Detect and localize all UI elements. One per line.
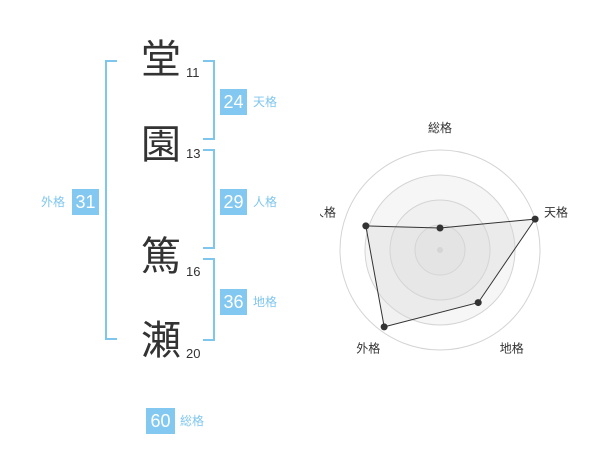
radar-point-1 bbox=[436, 224, 444, 232]
name-char-3: 篤 bbox=[141, 234, 181, 280]
radar-axis-label-4: 外格 bbox=[356, 341, 380, 356]
tenkaku-value-badge: 24 bbox=[220, 89, 247, 115]
radar-point-3 bbox=[474, 299, 482, 307]
radar-axis-label-2: 天格 bbox=[544, 204, 568, 219]
tenkaku-bracket bbox=[203, 60, 215, 140]
chikaku-label: 地格 bbox=[253, 295, 278, 309]
radar-points bbox=[362, 215, 539, 331]
gaikaku-label: 外格 bbox=[41, 195, 66, 209]
gaikaku-bracket bbox=[105, 60, 117, 340]
radar-axis-label-5: 人格 bbox=[320, 204, 336, 219]
soukaku-label: 総格 bbox=[180, 414, 205, 428]
radar-series-shape bbox=[365, 218, 537, 328]
gaikaku-value-badge: 31 bbox=[72, 189, 99, 215]
stroke-count-2: 13 bbox=[186, 146, 201, 161]
radar-point-5 bbox=[362, 222, 370, 230]
name-char-4: 瀬 bbox=[141, 318, 181, 364]
stroke-count-3: 16 bbox=[186, 264, 201, 279]
jinkaku-bracket bbox=[203, 149, 215, 249]
radar-axis-label-3: 地格 bbox=[500, 341, 524, 356]
jinkaku-label: 人格 bbox=[253, 195, 278, 209]
chikaku-bracket bbox=[203, 258, 215, 341]
radar-grid bbox=[339, 149, 541, 351]
stroke-count-1: 11 bbox=[186, 65, 200, 80]
radar-center bbox=[437, 247, 443, 253]
stroke-count-4: 20 bbox=[186, 346, 201, 361]
radar-axis-label-1: 総格 bbox=[428, 120, 452, 135]
jinkaku-value-badge: 29 bbox=[220, 189, 247, 215]
name-char-2: 園 bbox=[141, 122, 181, 168]
chikaku-value-badge: 36 bbox=[220, 289, 247, 315]
radar-point-2 bbox=[531, 215, 539, 223]
soukaku-value-badge: 60 bbox=[146, 408, 175, 434]
tenkaku-label: 天格 bbox=[253, 95, 278, 109]
radar-point-4 bbox=[380, 323, 388, 331]
name-char-1: 堂 bbox=[141, 37, 181, 83]
